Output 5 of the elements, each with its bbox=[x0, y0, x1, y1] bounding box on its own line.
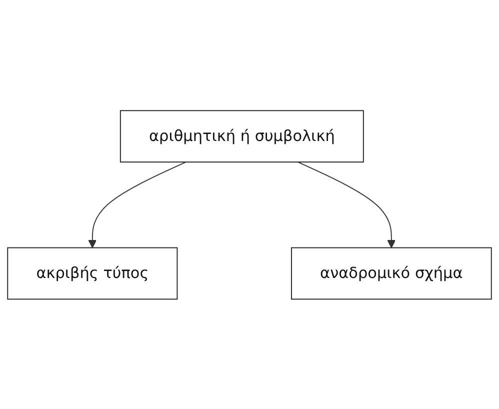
arrow bbox=[298, 161, 396, 248]
node-box: αναδρομικό σχήμα bbox=[291, 246, 492, 300]
arrow bbox=[88, 161, 186, 248]
node-box: αριθμητική ή συμβολική bbox=[120, 110, 364, 162]
node-box: ακριβής τύπος bbox=[7, 246, 178, 300]
